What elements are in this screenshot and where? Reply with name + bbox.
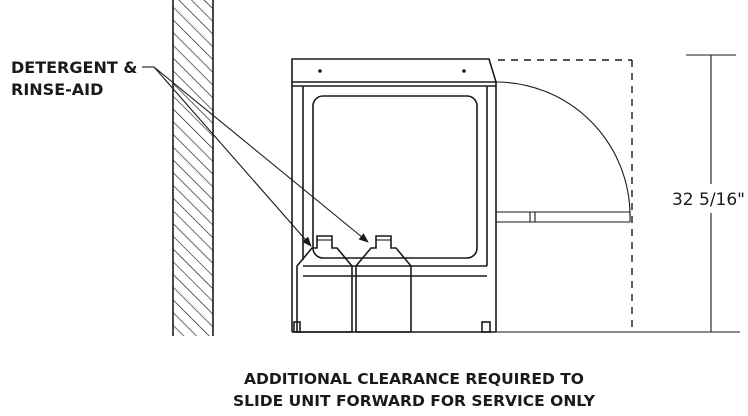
door-swing (495, 81, 631, 223)
rinse-aid-bottle (355, 235, 412, 333)
detergent-label-line2: RINSE-AID (11, 80, 103, 99)
wall (172, 0, 214, 336)
leader-arrows (142, 66, 369, 247)
clearance-note-line2: SLIDE UNIT FORWARD FOR SERVICE ONLY (233, 392, 596, 410)
detergent-label-line1: DETERGENT & (11, 58, 137, 77)
detergent-bottle (296, 235, 353, 333)
dishwasher-unit (291, 58, 497, 333)
height-dimension-label: 32 5/16" (672, 190, 745, 210)
clearance-note-line1: ADDITIONAL CLEARANCE REQUIRED TO (244, 370, 584, 388)
clearance-outline (498, 59, 633, 332)
